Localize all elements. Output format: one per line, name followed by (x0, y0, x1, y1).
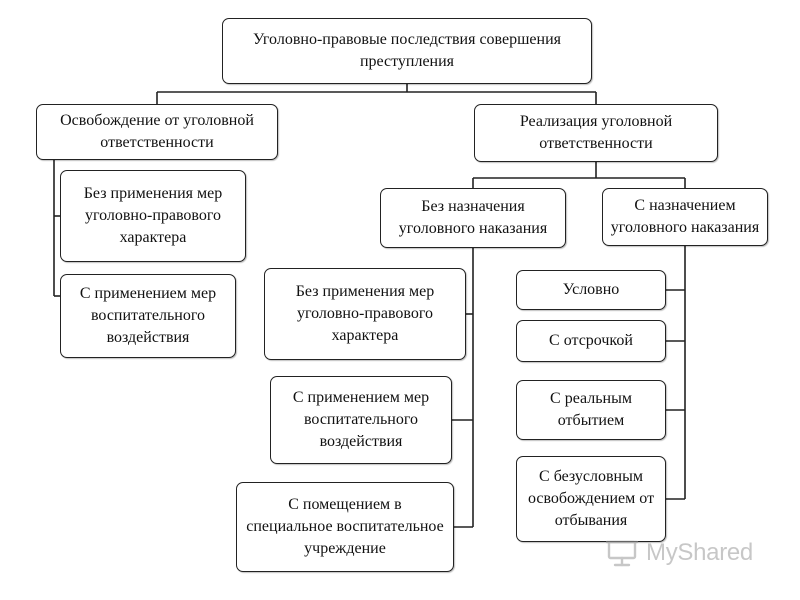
without-punishment-item-box: С помещением в специальное воспитательно… (236, 482, 454, 572)
with-punishment-item-box: С отсрочкой (516, 320, 666, 362)
without-punishment-item-box: Без применения мер уголовно-правового ха… (264, 268, 466, 360)
release-item-box: С применением мер воспитательного воздей… (60, 274, 236, 358)
watermark: MyShared (606, 538, 753, 568)
root-box: Уголовно-правовые последствия совершения… (222, 18, 592, 84)
presentation-board-icon (606, 540, 639, 567)
without-punishment-item-box: С применением мер воспитательного воздей… (270, 376, 452, 464)
with-punishment-item-box: С реальным отбытием (516, 380, 666, 440)
with-punishment-item-box: Условно (516, 270, 666, 310)
release-box: Освобождение от уголовной ответственност… (36, 104, 278, 160)
with-punishment-item-box: С безусловным освобождением от отбывания (516, 456, 666, 542)
watermark-text: MyShared (646, 539, 753, 566)
without-punishment-box: Без назначения уголовного наказания (380, 188, 566, 248)
release-item-box: Без применения мер уголовно-правового ха… (60, 170, 246, 262)
with-punishment-box: С назначением уголовного наказания (602, 188, 768, 246)
realization-box: Реализация уголовной ответственности (474, 104, 718, 162)
